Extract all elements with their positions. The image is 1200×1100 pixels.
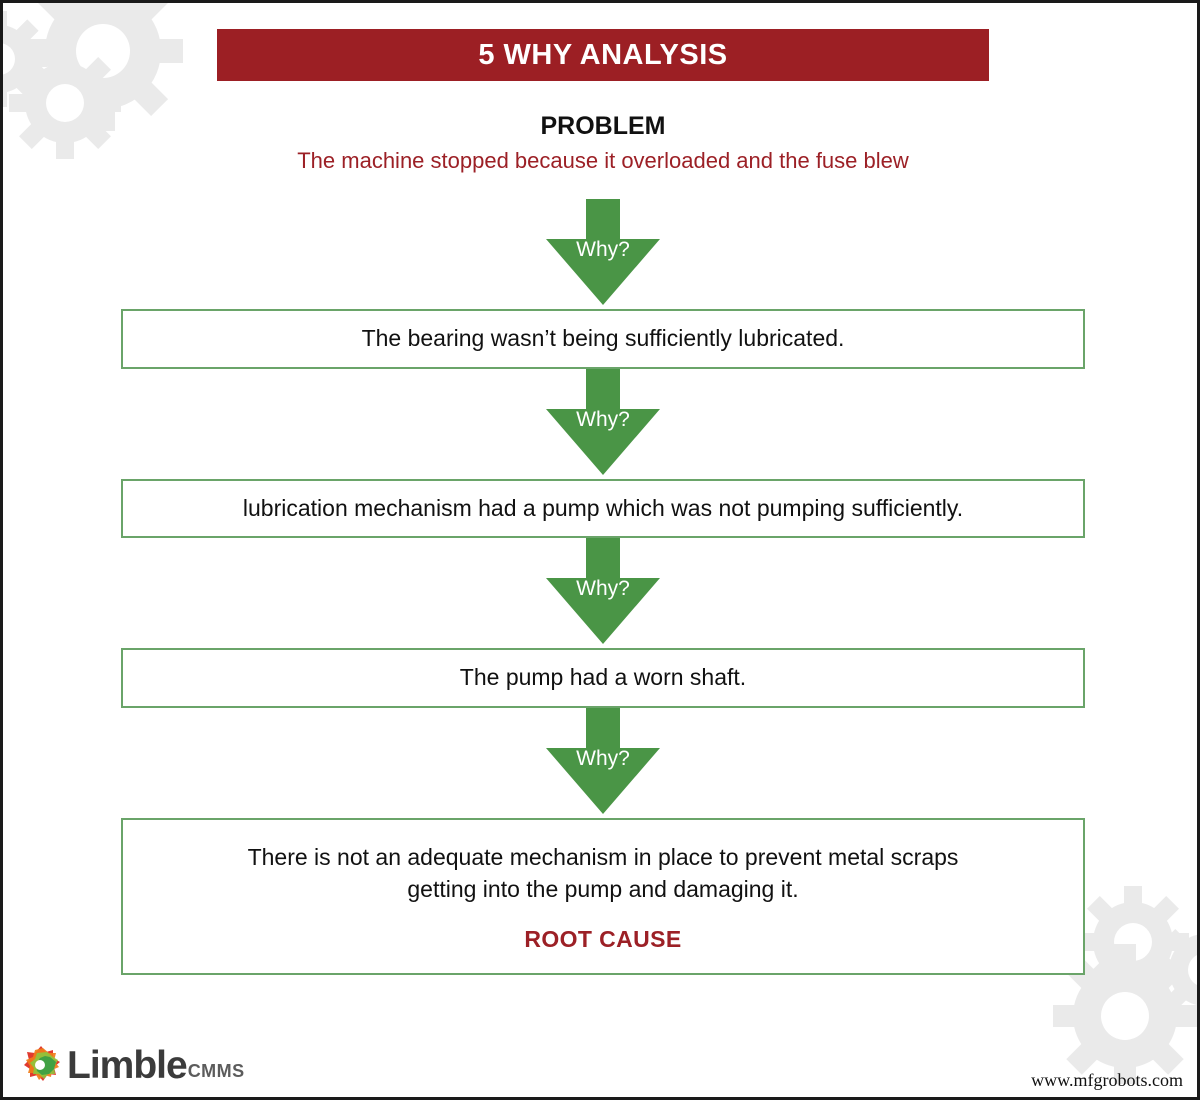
root-cause-label: ROOT CAUSE <box>524 925 682 952</box>
down-arrow-icon <box>546 538 660 645</box>
problem-statement: The machine stopped because it overloade… <box>297 148 909 174</box>
why-box-1[interactable]: The bearing wasn’t being sufficiently lu… <box>121 309 1085 369</box>
limble-suffix: CMMS <box>187 1060 245 1081</box>
problem-section: PROBLEM The machine stopped because it o… <box>3 111 1197 176</box>
root-cause-text-line-2: getting into the pump and damaging it. <box>407 875 799 902</box>
down-arrow-icon <box>546 708 660 815</box>
limble-wordmark: Limble <box>67 1043 188 1087</box>
source-watermark-url: www.mfgrobots.com <box>1031 1070 1183 1090</box>
title-banner: 5 WHY ANALYSIS <box>217 29 989 81</box>
page-title: 5 WHY ANALYSIS <box>478 38 728 71</box>
why-arrow-2: Why? <box>121 368 1085 479</box>
why-box-2[interactable]: lubrication mechanism had a pump which w… <box>121 478 1085 539</box>
why-flow: Why? The bearing wasn’t being sufficient… <box>121 199 1085 975</box>
down-arrow-icon <box>546 368 660 475</box>
down-arrow-icon <box>546 199 660 305</box>
why-box-text-2: lubrication mechanism had a pump which w… <box>242 494 964 521</box>
why-box-3[interactable]: The pump had a worn shaft. <box>121 648 1085 709</box>
root-cause-text-line-1: There is not an adequate mechanism in pl… <box>247 844 959 871</box>
why-arrow-1: Why? <box>121 199 1085 309</box>
limble-logo: Limble CMMS <box>21 1045 245 1085</box>
root-cause-box[interactable]: There is not an adequate mechanism in pl… <box>121 818 1085 975</box>
why-box-text-3: The pump had a worn shaft. <box>459 664 747 691</box>
limble-gear-logo-icon <box>21 1045 61 1085</box>
why-arrow-3: Why? <box>121 538 1085 648</box>
gear-watermark-top-left-icon <box>3 3 215 216</box>
problem-label: PROBLEM <box>540 112 666 140</box>
why-box-text-1: The bearing wasn’t being sufficiently lu… <box>361 325 845 351</box>
why-arrow-4: Why? <box>121 708 1085 818</box>
